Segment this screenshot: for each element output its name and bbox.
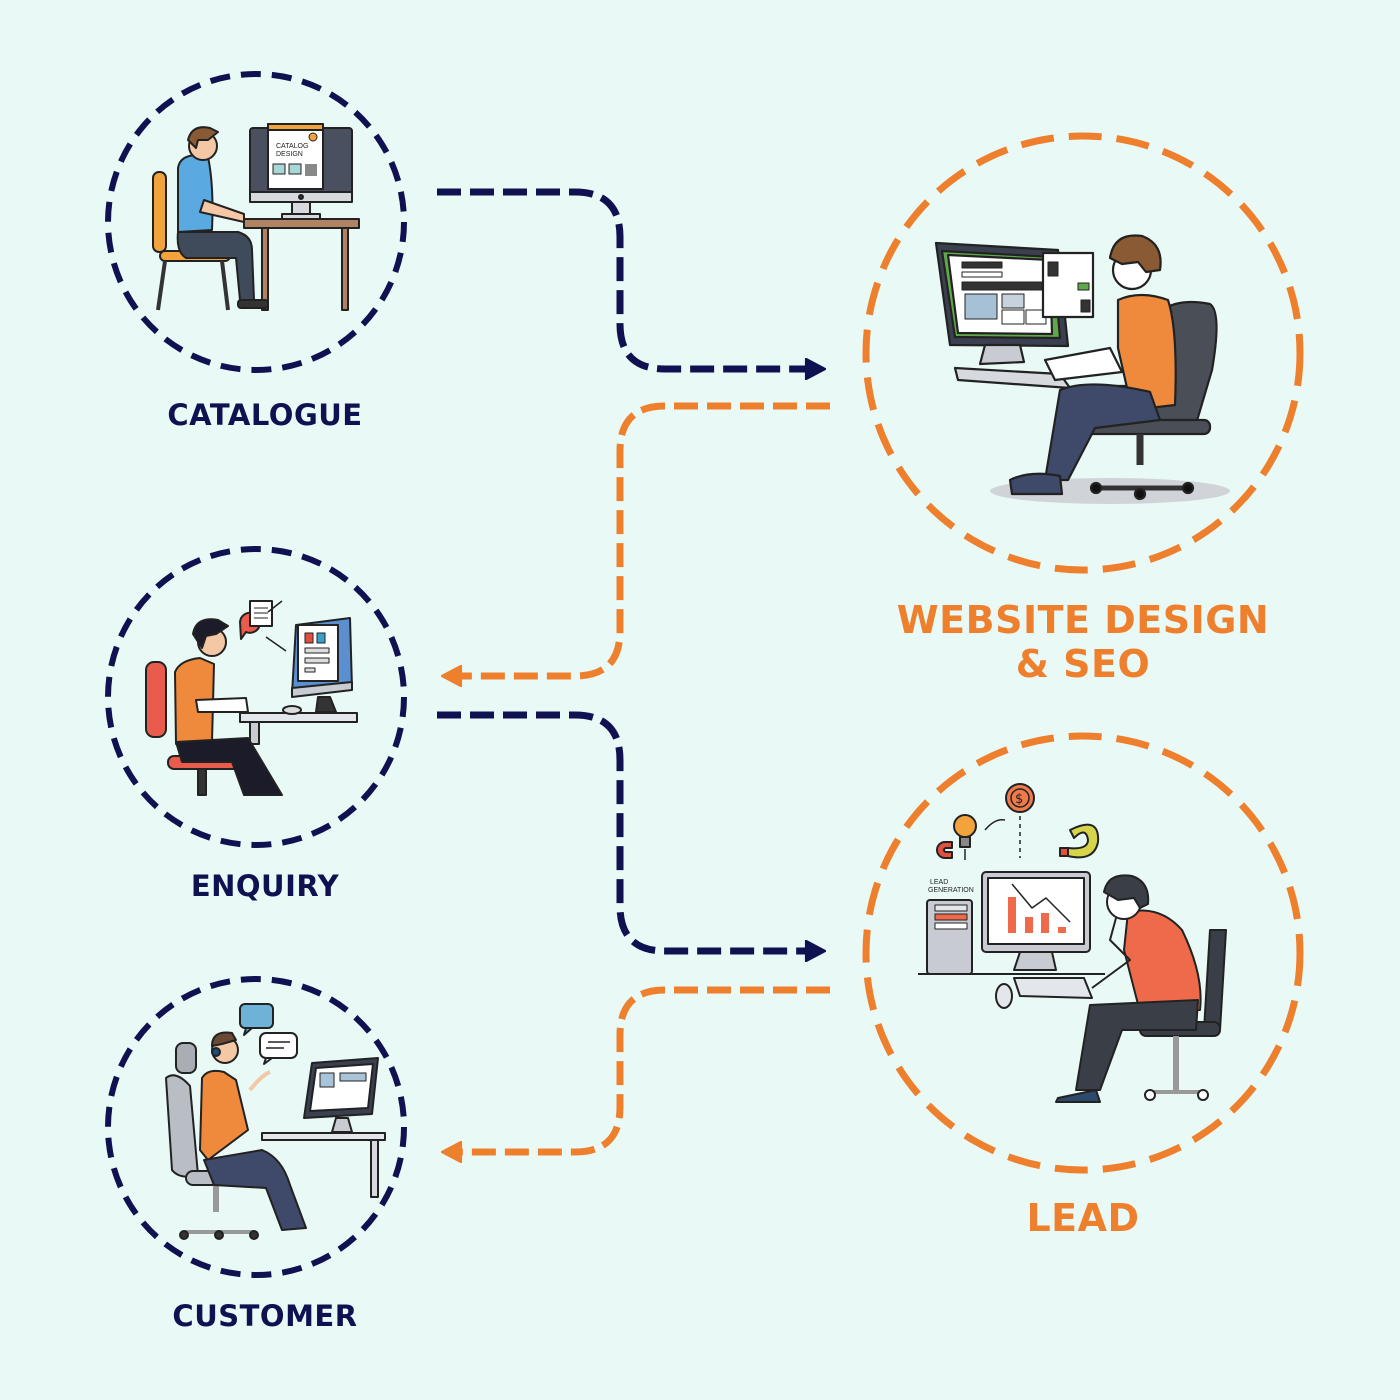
edge-catalogue-to-website [437, 188, 827, 381]
node-label-enquiry: ENQUIRY [190, 869, 340, 903]
node-circle-website [862, 132, 1304, 574]
node-label-catalogue: CATALOGUE [167, 398, 363, 432]
node-label-website-design: WEBSITE DESIGN & SEO [853, 598, 1313, 686]
catalog-design-text-2: DESIGN [276, 151, 303, 158]
edge-website-to-enquiry [440, 402, 830, 688]
edge-enquiry-to-lead [437, 711, 827, 963]
lead-generation-text: LEAD [930, 879, 948, 886]
node-label-lead: LEAD [1026, 1196, 1140, 1240]
illustration-lead: $ LEAD GENERATION [918, 783, 1227, 1103]
node-circle-customer [105, 976, 407, 1278]
lead-generation-text-2: GENERATION [928, 887, 974, 894]
illustration-catalogue: CATALOG DESIGN [152, 123, 360, 311]
node-label-website-design-line-2: & SEO [1015, 641, 1151, 686]
illustration-customer [165, 1003, 386, 1240]
node-circle-enquiry [105, 546, 407, 848]
catalog-design-text: CATALOG [276, 143, 308, 150]
node-label-website-design-line-1: WEBSITE DESIGN [896, 598, 1270, 642]
edge-lead-to-customer [440, 986, 830, 1164]
illustration-website-design [934, 234, 1230, 504]
node-circle-catalogue [105, 71, 407, 373]
dollar-glyph: $ [1015, 792, 1023, 807]
node-label-customer: CUSTOMER [172, 1299, 358, 1333]
illustration-enquiry [145, 600, 358, 796]
node-circle-lead [862, 732, 1304, 1174]
